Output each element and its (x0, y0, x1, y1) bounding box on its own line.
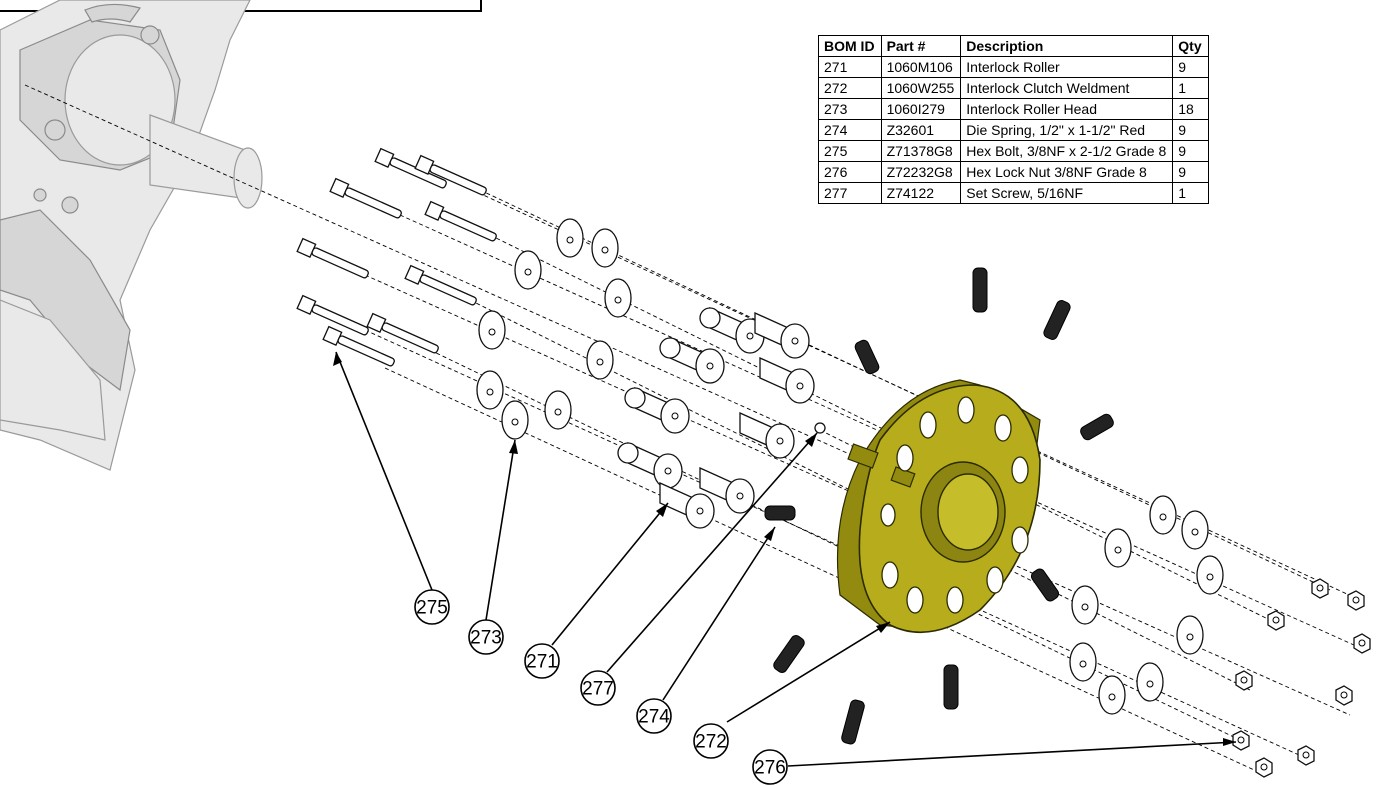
background-machine (0, 0, 263, 471)
hex-bolts (296, 147, 497, 367)
callout-balloons: 275 273 271 277 274 272 276 (414, 589, 788, 785)
svg-text:275: 275 (416, 598, 448, 619)
interlock-clutch-weldment (836, 379, 1041, 634)
callout-271: 271 (524, 643, 560, 679)
hex-lock-nuts (1232, 578, 1371, 778)
callout-275: 275 (414, 589, 450, 625)
svg-text:276: 276 (754, 758, 786, 779)
table-row: 274 Z32601 Die Spring, 1/2" x 1-1/2" Red… (818, 119, 1209, 141)
header-part-number: Part # (880, 35, 962, 57)
description-cell: Hex Lock Nut 3/8NF Grade 8 (960, 161, 1174, 183)
bom-id-cell: 276 (818, 161, 882, 183)
table-row: 277 Z74122 Set Screw, 5/16NF 1 (818, 182, 1209, 204)
qty-cell: 9 (1172, 119, 1209, 141)
part-number-cell: Z32601 (880, 119, 962, 141)
part-number-cell: 1060M106 (880, 56, 962, 78)
header-description: Description (960, 35, 1174, 57)
bom-table: BOM ID Part # Description Qty 271 1060M1… (818, 35, 1209, 204)
table-row: 272 1060W255 Interlock Clutch Weldment 1 (818, 77, 1209, 99)
qty-cell: 9 (1172, 161, 1209, 183)
qty-cell: 1 (1172, 77, 1209, 99)
die-springs (764, 267, 1114, 745)
description-cell: Hex Bolt, 3/8NF x 2-1/2 Grade 8 (960, 140, 1174, 162)
part-number-cell: 1060W255 (880, 77, 962, 99)
callout-272: 272 (693, 723, 729, 759)
qty-cell: 9 (1172, 56, 1209, 78)
description-cell: Die Spring, 1/2" x 1-1/2" Red (960, 119, 1174, 141)
roller-heads-left (476, 218, 632, 440)
svg-text:271: 271 (526, 652, 558, 673)
callout-277: 277 (580, 670, 616, 706)
table-row: 273 1060I279 Interlock Roller Head 18 (818, 98, 1209, 120)
roller-heads-right (1069, 495, 1224, 715)
description-cell: Interlock Roller (960, 56, 1174, 78)
part-number-cell: Z72232G8 (880, 161, 962, 183)
qty-cell: 18 (1172, 98, 1209, 120)
bom-id-cell: 273 (818, 98, 882, 120)
svg-text:274: 274 (638, 707, 670, 728)
svg-text:273: 273 (470, 628, 502, 649)
bom-id-cell: 272 (818, 77, 882, 99)
description-cell: Interlock Roller Head (960, 98, 1174, 120)
part-number-cell: 1060I279 (880, 98, 962, 120)
part-number-cell: Z71378G8 (880, 140, 962, 162)
set-screw (814, 422, 826, 434)
svg-text:272: 272 (695, 732, 727, 753)
shaft-centerline (24, 84, 886, 471)
header-qty: Qty (1172, 35, 1209, 57)
description-cell: Interlock Clutch Weldment (960, 77, 1174, 99)
interlock-rollers (617, 306, 815, 529)
callout-274: 274 (636, 698, 672, 734)
callout-273: 273 (468, 619, 504, 655)
bom-id-cell: 274 (818, 119, 882, 141)
description-cell: Set Screw, 5/16NF (960, 182, 1174, 204)
header-bom-id: BOM ID (818, 35, 882, 57)
callout-276: 276 (752, 749, 788, 785)
svg-text:277: 277 (582, 679, 614, 700)
part-number-cell: Z74122 (880, 182, 962, 204)
table-row: 276 Z72232G8 Hex Lock Nut 3/8NF Grade 8 … (818, 161, 1209, 183)
bom-id-cell: 275 (818, 140, 882, 162)
bom-id-cell: 271 (818, 56, 882, 78)
bom-id-cell: 277 (818, 182, 882, 204)
leader-lines (333, 351, 1237, 767)
qty-cell: 9 (1172, 140, 1209, 162)
table-row: 271 1060M106 Interlock Roller 9 (818, 56, 1209, 78)
bom-header-row: BOM ID Part # Description Qty (818, 35, 1209, 57)
qty-cell: 1 (1172, 182, 1209, 204)
table-row: 275 Z71378G8 Hex Bolt, 3/8NF x 2-1/2 Gra… (818, 140, 1209, 162)
